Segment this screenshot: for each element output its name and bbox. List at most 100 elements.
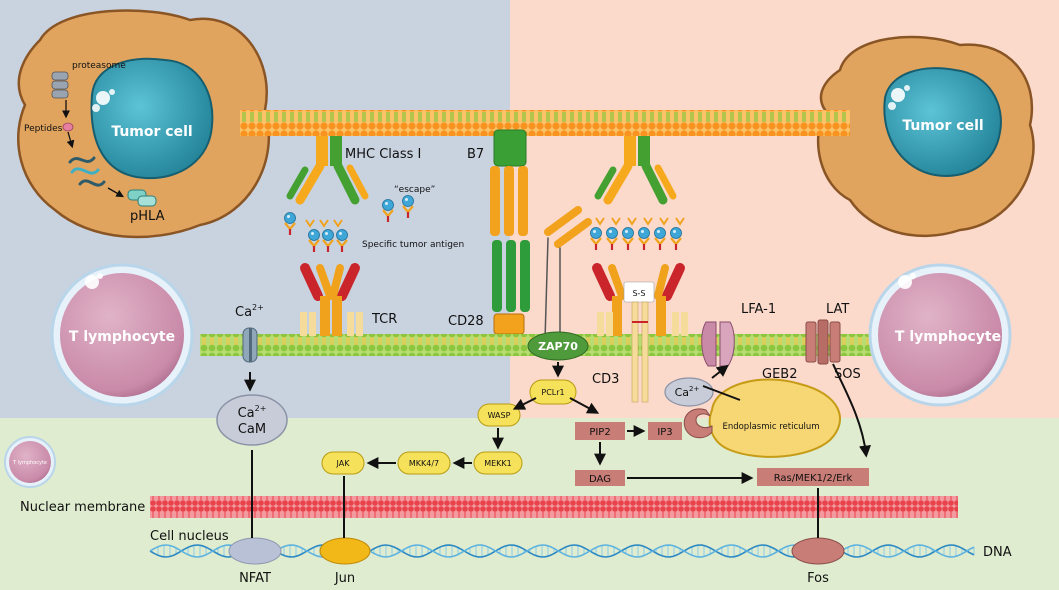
t-lymphocyte-small xyxy=(4,436,56,488)
geb2-label: GEB2 xyxy=(762,367,797,382)
antigen-anchor xyxy=(659,217,669,226)
zap70-node xyxy=(527,331,589,361)
escape-antigens xyxy=(382,195,414,222)
antigen-anchor xyxy=(643,217,653,226)
pip2-label: PIP2 xyxy=(589,427,610,438)
b7-label: B7 xyxy=(467,147,484,162)
phla-icon xyxy=(127,189,157,207)
antigen-icon xyxy=(402,195,414,218)
tumor-cell-membrane xyxy=(240,110,850,136)
er-label: Endoplasmic reticulum xyxy=(722,422,819,432)
proteasome-label: proteasome xyxy=(72,61,126,71)
cd3-label: CD3 xyxy=(592,372,619,387)
sos-label: SOS xyxy=(834,367,861,382)
cd3-molecule xyxy=(623,281,655,403)
peptide-icon xyxy=(62,122,74,132)
ca-channel-label: Ca2+ xyxy=(235,303,264,320)
antigen-icon xyxy=(322,229,334,252)
ras-node xyxy=(757,468,869,486)
zap70-linker xyxy=(544,206,592,341)
antigen-anchor xyxy=(627,217,637,226)
antigen-icon xyxy=(654,227,666,250)
ras-label: Ras/MEK1/2/Erk xyxy=(774,473,853,484)
calcium-channel-icon xyxy=(242,327,258,363)
lat-label: LAT xyxy=(826,302,849,317)
jak-node xyxy=(321,451,365,475)
ca-cam-node xyxy=(216,394,288,446)
ca-er-node xyxy=(664,377,714,407)
pathway-arrows xyxy=(244,362,871,538)
nuclear-membrane-band xyxy=(150,496,958,518)
antigen-anchor xyxy=(333,219,343,228)
fos-label: Fos xyxy=(807,571,829,586)
antigen-anchor xyxy=(319,219,329,228)
antigen-icon xyxy=(622,227,634,250)
peptide-chain-icon xyxy=(68,156,106,187)
jun-node xyxy=(319,537,371,565)
tumor-cell-right-label: Tumor cell xyxy=(902,118,983,134)
nuclear-membrane-label: Nuclear membrane xyxy=(20,500,145,515)
ss-bond-label: S-S xyxy=(632,289,645,298)
antigen-anchor xyxy=(595,217,605,226)
zap70-label: ZAP70 xyxy=(538,340,578,353)
antigen-icon xyxy=(590,227,602,250)
antigen-icon xyxy=(308,229,320,252)
mhc-class-1-right xyxy=(594,136,677,205)
t-lymphocyte-right xyxy=(868,263,1012,407)
lat-molecule xyxy=(805,319,841,365)
cam-ca-label: Ca2+ xyxy=(238,404,267,421)
wasp-label: WASP xyxy=(488,411,511,420)
wasp-node xyxy=(477,403,521,427)
jak-label: JAK xyxy=(336,459,351,468)
lfa1-label: LFA-1 xyxy=(741,302,776,317)
proteasome-icon xyxy=(51,71,69,99)
ip3-label: IP3 xyxy=(657,427,672,438)
specific-antigen-label: Specific tumor antigen xyxy=(362,240,464,250)
escape-label: “escape” xyxy=(394,185,435,195)
mhc-label: MHC Class Ⅰ xyxy=(345,147,421,162)
mekk1-node xyxy=(473,451,523,475)
antigen-icon xyxy=(336,229,348,252)
t-lymphocyte-small-label: T lymphocyte xyxy=(12,460,47,466)
peptides-label: Peptides xyxy=(24,124,63,134)
t-lymphocyte-right-label: T lymphocyte xyxy=(895,329,1001,345)
mhc-class-1-left xyxy=(286,136,369,205)
jun-label: Jun xyxy=(334,571,355,586)
antigen-icon xyxy=(638,227,650,250)
antigen-icon xyxy=(284,212,296,235)
antigen-anchor xyxy=(305,219,315,228)
pip2-node xyxy=(575,422,625,440)
dag-label: DAG xyxy=(589,474,611,485)
t-lymphocyte-left xyxy=(50,263,194,407)
ip3-node xyxy=(648,422,682,440)
phla-label: pHLA xyxy=(130,209,165,224)
cam-label: CaM xyxy=(238,422,266,437)
tcr-label: TCR xyxy=(371,312,397,327)
antigen-anchor xyxy=(611,217,621,226)
plcr1-node xyxy=(529,379,577,405)
nfat-node xyxy=(228,537,282,565)
antigen-icon xyxy=(606,227,618,250)
t-lymphocyte-left-label: T lymphocyte xyxy=(69,329,175,345)
tumor-cell-left xyxy=(17,9,271,239)
b7-molecule xyxy=(493,129,527,167)
tumor-cell-left-label: Tumor cell xyxy=(111,124,192,140)
cell-nucleus-label: Cell nucleus xyxy=(150,529,229,544)
nfat-label: NFAT xyxy=(239,571,271,586)
endoplasmic-reticulum xyxy=(683,378,841,458)
plcr1-label: PCLr1 xyxy=(541,388,564,397)
mekk1-label: MEKK1 xyxy=(484,459,512,468)
mkk47-node xyxy=(397,451,451,475)
dna-label: DNA xyxy=(983,545,1012,560)
ca-er-label: Ca2+ xyxy=(675,385,700,399)
antigen-icon xyxy=(670,227,682,250)
antigen-icon xyxy=(382,199,394,222)
tcr-molecule-left xyxy=(300,263,363,336)
tumor-antigens xyxy=(284,212,685,252)
dag-node xyxy=(575,470,625,486)
cd28-label: CD28 xyxy=(448,314,484,329)
antigen-anchor xyxy=(675,217,685,226)
cd28-molecule xyxy=(490,166,530,335)
